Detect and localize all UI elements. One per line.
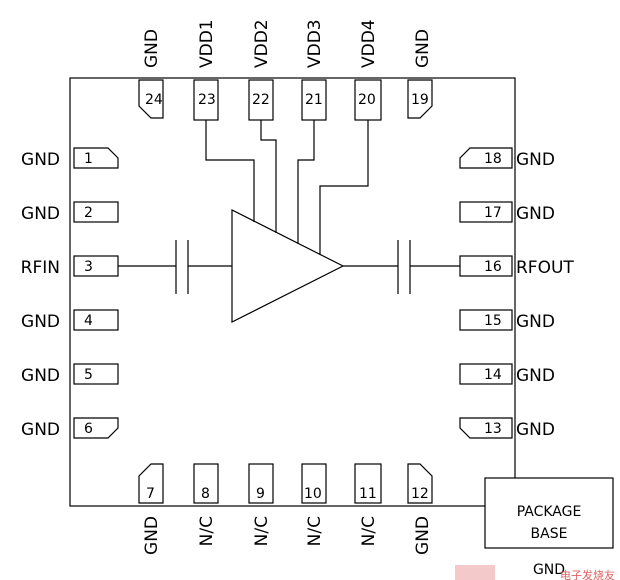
pin-6-label: GND — [21, 420, 60, 440]
pin-8-label: N/C — [197, 516, 217, 546]
pin-18-number: 18 — [484, 151, 502, 167]
pin-24-number: 24 — [145, 92, 163, 108]
pin-12-label: GND — [413, 516, 433, 555]
pin-13-pad — [459, 417, 513, 439]
pin-3-label: RFIN — [21, 258, 60, 278]
pin-6-number: 6 — [84, 421, 93, 437]
pin-9-pad — [248, 463, 274, 504]
pin-10-number: 10 — [304, 486, 322, 502]
pin-20-number: 20 — [358, 92, 376, 108]
pin-5-label: GND — [21, 366, 60, 386]
pin-4-pad — [73, 309, 119, 331]
pin-6-pad — [73, 417, 119, 439]
pin-7-pad — [138, 463, 164, 504]
pin-4-label: GND — [21, 312, 60, 332]
watermark-logo — [455, 565, 495, 580]
pin-14-pad — [459, 363, 513, 385]
pin-7-number: 7 — [146, 486, 155, 502]
pin-23-number: 23 — [198, 92, 216, 108]
pin-13-number: 13 — [484, 421, 502, 437]
pin-17-number: 17 — [484, 205, 502, 221]
pin-24-pad — [138, 79, 164, 119]
package-outline — [69, 77, 516, 507]
pin-12-pad — [407, 463, 433, 504]
pin-15-pad — [459, 309, 513, 331]
pin-24-label: GND — [142, 29, 162, 68]
pin-2-pad — [73, 201, 119, 223]
package-base-box — [484, 477, 614, 549]
pin-5-pad — [73, 363, 119, 385]
pin-20-label: VDD4 — [359, 19, 379, 68]
pin-15-number: 15 — [484, 313, 502, 329]
pin-18-pad — [459, 147, 513, 169]
amplifier-symbol — [231, 209, 345, 323]
pin-1-number: 1 — [84, 151, 93, 167]
pin-8-pad — [193, 463, 219, 504]
pin-3-number: 3 — [84, 259, 93, 275]
pin-17-label: GND — [516, 204, 555, 224]
vdd3-wire — [297, 120, 315, 244]
pin-7-label: GND — [142, 516, 162, 555]
pin-9-label: N/C — [252, 516, 272, 546]
pin-18-label: GND — [516, 150, 555, 170]
pin-10-pad — [301, 463, 327, 504]
pin-11-number: 11 — [359, 486, 377, 502]
pin-21-number: 21 — [305, 92, 323, 108]
package-base-line2: BASE — [531, 526, 568, 542]
pin-23-pad — [193, 79, 219, 121]
pin-4-number: 4 — [84, 313, 93, 329]
pin-16-label: RFOUT — [516, 258, 574, 278]
pin-16-number: 16 — [484, 259, 502, 275]
pin-19-pad — [407, 79, 433, 119]
pin-13-label: GND — [516, 420, 555, 440]
pin-23-label: VDD1 — [197, 19, 217, 68]
pin-2-label: GND — [21, 204, 60, 224]
pin-2-number: 2 — [84, 205, 93, 221]
pin-21-label: VDD3 — [305, 19, 325, 68]
pin-22-pad — [248, 79, 274, 121]
pin-11-label: N/C — [359, 516, 379, 546]
pin-5-number: 5 — [84, 367, 93, 383]
pin-11-pad — [354, 463, 382, 504]
pin-22-number: 22 — [252, 92, 270, 108]
vdd2-wire — [260, 120, 277, 233]
watermark-text: 电子发烧友 — [560, 568, 615, 580]
pin-8-number: 8 — [201, 486, 210, 502]
pin-22-label: VDD2 — [252, 19, 272, 68]
package-base-line1: PACKAGE — [517, 504, 582, 520]
pin-19-number: 19 — [411, 92, 429, 108]
pin-3-pad — [73, 255, 119, 277]
pin-1-pad — [73, 147, 119, 169]
pin-14-label: GND — [516, 366, 555, 386]
pin-14-number: 14 — [484, 367, 502, 383]
pin-21-pad — [301, 79, 327, 121]
pin-1-label: GND — [21, 150, 60, 170]
vdd1-wire — [205, 120, 255, 222]
pin-17-pad — [459, 201, 513, 223]
package-base-gnd: GND — [533, 562, 565, 578]
pin-19-label: GND — [413, 29, 433, 68]
vdd4-wire — [319, 120, 369, 255]
pin-9-number: 9 — [256, 486, 265, 502]
pin-15-label: GND — [516, 312, 555, 332]
pin-10-label: N/C — [305, 516, 325, 546]
pin-12-number: 12 — [411, 486, 429, 502]
